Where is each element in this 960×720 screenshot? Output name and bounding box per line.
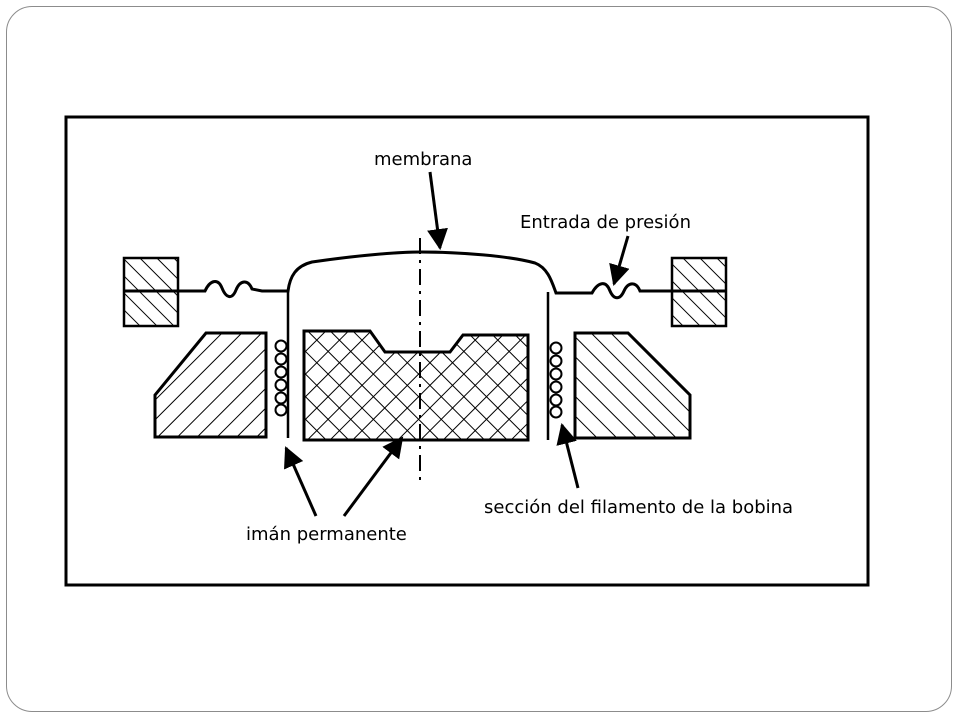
right-outer-magnet [573,331,692,440]
right-coil-windings [549,341,563,419]
label-coil-section: sección del filamento de la bobina [484,497,793,518]
diagram-border [64,115,870,587]
central-magnet-core [302,329,530,442]
magnet-arrow-center [342,436,404,517]
label-permanent-magnet: imán permanente [246,524,407,545]
label-membrane: membrana [374,149,472,170]
left-coil-windings [274,339,288,417]
left-outer-magnet [153,331,268,439]
membrane-arrow [427,171,448,251]
membrane [124,250,726,300]
label-pressure-inlet: Entrada de presión [520,212,691,233]
magnet-arrow-left [284,446,318,517]
pressure-inlet-arrow [609,235,630,287]
coil-arrow [556,422,580,489]
